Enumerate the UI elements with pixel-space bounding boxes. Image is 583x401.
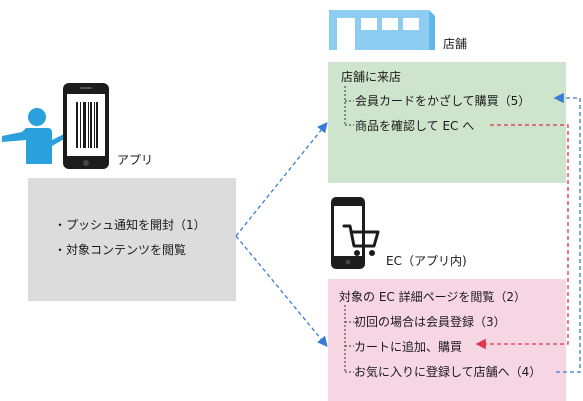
ec-item-cart-purchase: カートに追加、購買 [354,340,463,354]
app-box: ・プッシュ通知を開封（1） ・対象コンテンツを閲覧 [28,178,236,301]
smartphone-cart-icon [331,197,380,269]
app-label: アプリ [117,153,154,167]
store-item-check-to-ec: 商品を確認して EC へ [355,119,475,133]
store-building-icon [329,10,435,50]
ec-label: EC（アプリ内) [386,254,467,268]
arrow-app-to-ec [235,235,328,348]
app-item-push-open: ・プッシュ通知を開封（1） [54,218,206,232]
arrow-ec-to-store [553,92,581,373]
ec-item-register: 初回の場合は会員登録（3） [354,315,506,329]
store-heading: 店舗に来店 [341,70,402,84]
arrow-store-to-ec [475,124,569,350]
store-label: 店舗 [443,37,468,51]
store-box: 店舗に来店 会員カードをかざして購買（5） 商品を確認して EC へ [328,62,566,183]
ec-item-favorite-to-store: お気に入りに登録して店舗へ（4） [354,365,542,379]
app-item-view-content: ・対象コンテンツを閲覧 [54,243,187,257]
ec-heading: 対象の EC 詳細ページを閲覧（2） [339,290,526,304]
store-item-member-card: 会員カードをかざして購買（5） [355,94,531,108]
smartphone-barcode-icon [63,83,109,169]
ec-box: 対象の EC 詳細ページを閲覧（2） 初回の場合は会員登録（3） カートに追加、… [328,279,566,401]
person-icon [2,108,64,164]
arrow-app-to-store [235,121,328,237]
